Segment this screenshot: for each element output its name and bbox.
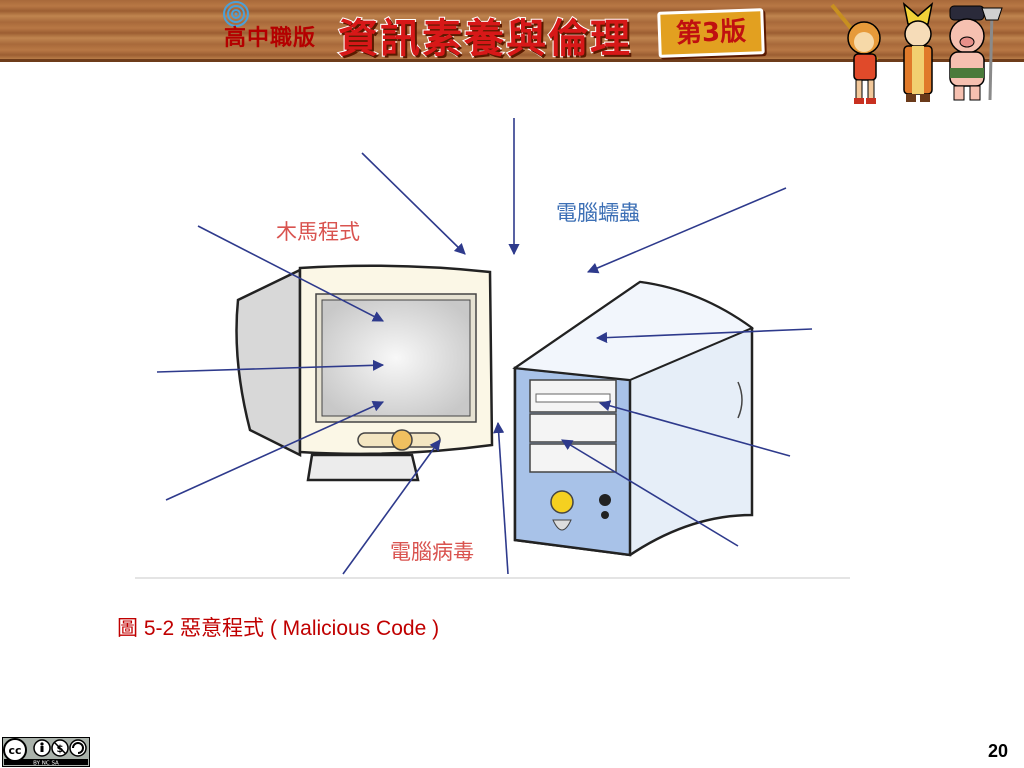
arrow-worm <box>586 187 787 274</box>
svg-text:cc: cc <box>8 744 21 757</box>
label-computer-worm: 電腦蠕蟲 <box>556 201 640 225</box>
monitor-drawing <box>235 264 494 482</box>
monkey-mascot <box>830 3 881 104</box>
tower-drawing <box>512 280 755 557</box>
malware-illustration <box>135 118 850 579</box>
arrow-screen-top <box>197 225 384 322</box>
arrow-screen-middle <box>156 359 385 373</box>
figure-caption: 圖 5-2 惡意程式 ( Malicious Code ) <box>117 617 440 640</box>
page-number: 20 <box>988 741 1009 761</box>
label-trojan-horse: 木馬程式 <box>276 220 360 244</box>
page-title: 資訊素養與倫理 <box>337 15 632 63</box>
mascot-characters <box>830 2 1003 104</box>
arrow-virus-gap <box>493 421 509 575</box>
svg-text:BY NC SA: BY NC SA <box>33 761 59 767</box>
arrow-trojan-top <box>361 152 466 255</box>
label-computer-virus: 電腦病毒 <box>390 540 474 564</box>
arrow-screen-bottom <box>165 401 385 501</box>
wifi-icon <box>223 1 249 27</box>
arrow-virus-knob <box>342 439 441 575</box>
svg-text:$: $ <box>57 744 64 755</box>
version-badge: 第3版 <box>657 8 765 58</box>
cc-license-icon: cc $ BY NC SA <box>2 737 90 767</box>
arrows <box>156 118 813 575</box>
pig-mascot <box>949 5 1003 101</box>
arrow-tower-side <box>595 328 813 344</box>
arrow-tower-drive <box>598 400 791 457</box>
arrow-tower-bay <box>561 439 739 547</box>
monk-mascot <box>902 2 934 102</box>
edition-label: 高中職版 <box>224 26 317 51</box>
